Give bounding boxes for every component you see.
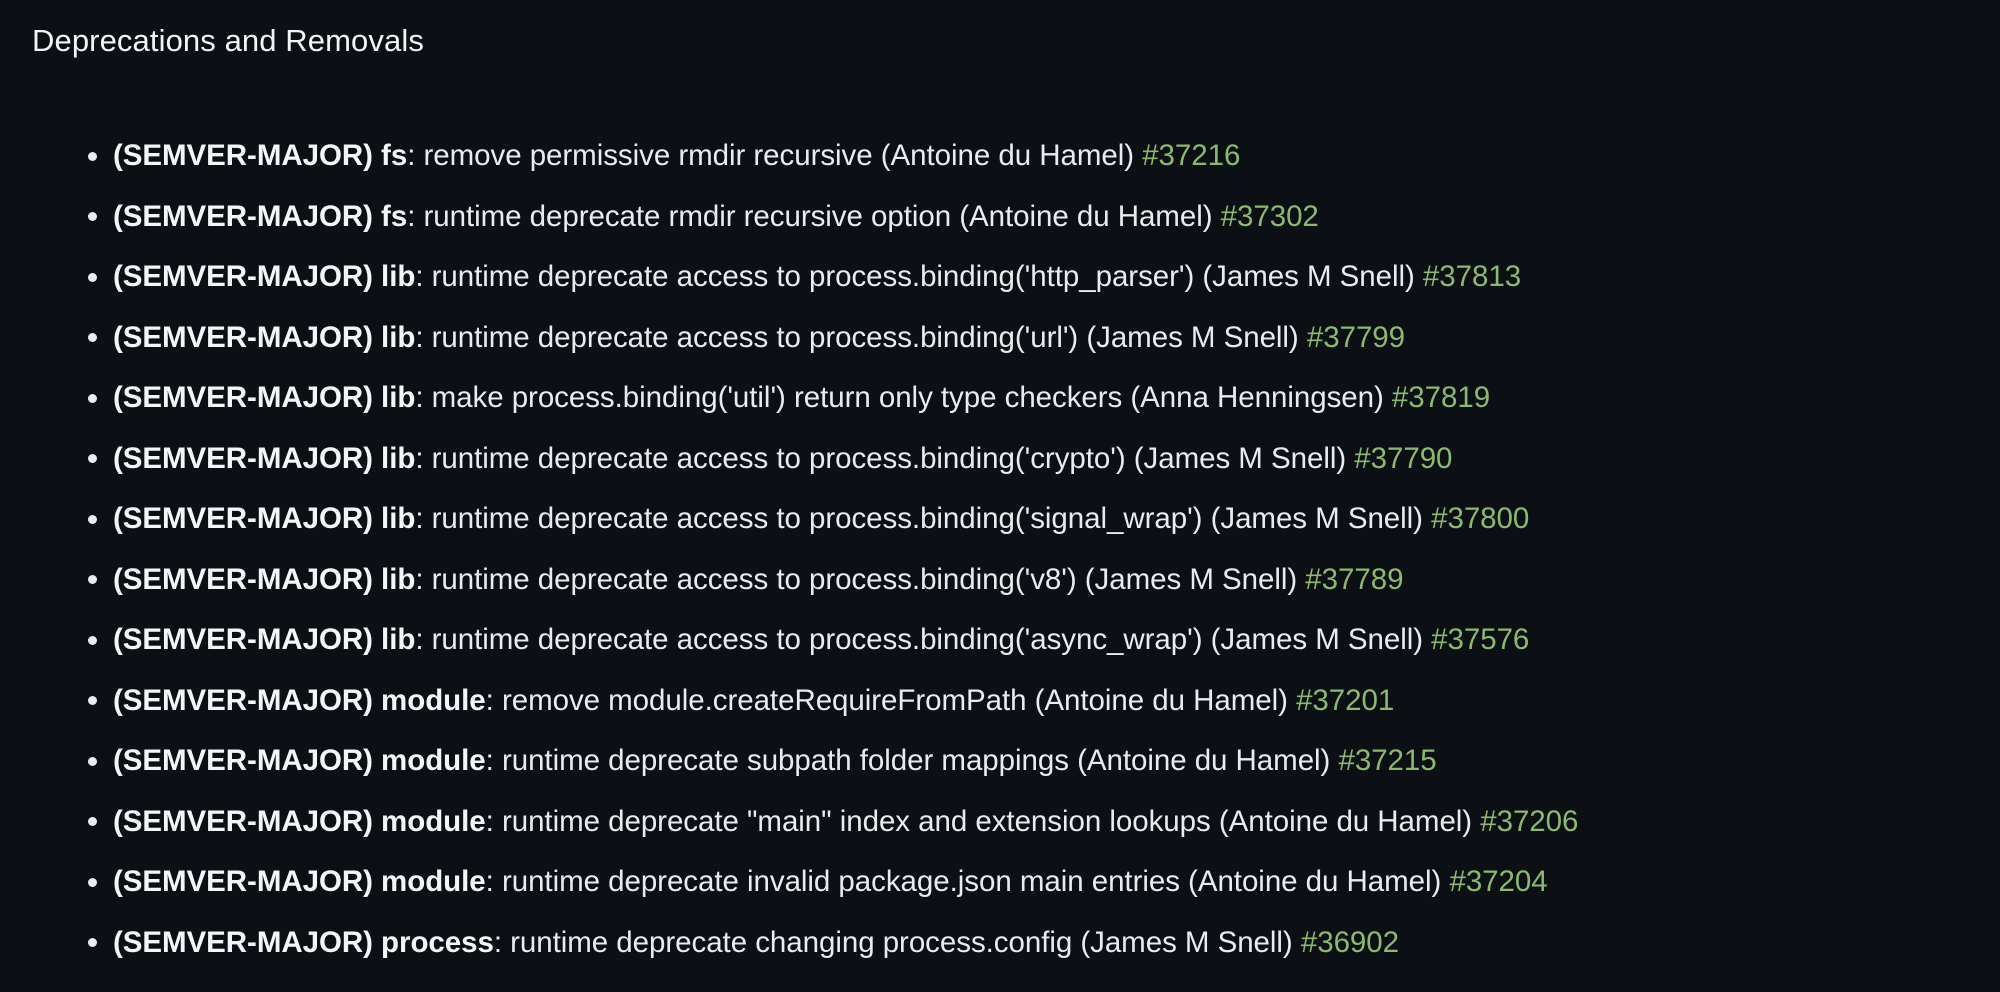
bullet-icon — [88, 151, 97, 161]
change-description: runtime deprecate access to process.bind… — [431, 320, 1299, 354]
pr-link[interactable]: #37813 — [1422, 260, 1522, 293]
pr-link[interactable]: #37302 — [1220, 199, 1319, 233]
change-scope: module — [381, 744, 486, 777]
semver-label: (SEMVER-MAJOR) — [113, 925, 373, 959]
change-description: runtime deprecate access to process.bind… — [431, 502, 1423, 535]
change-scope: lib — [381, 502, 416, 535]
change-description: runtime deprecate invalid package.json m… — [501, 865, 1442, 898]
bullet-icon — [88, 333, 97, 343]
semver-label: (SEMVER-MAJOR) — [113, 260, 373, 293]
bullet-icon — [88, 756, 97, 766]
semver-label: (SEMVER-MAJOR) — [113, 623, 373, 656]
semver-label: (SEMVER-MAJOR) — [113, 381, 373, 414]
bullet-icon — [88, 272, 97, 282]
pr-link[interactable]: #37215 — [1338, 744, 1437, 777]
change-description: runtime deprecate access to process.bind… — [431, 562, 1298, 596]
bullet-icon — [88, 514, 97, 524]
change-description: runtime deprecate access to process.bind… — [431, 623, 1423, 656]
change-scope: lib — [381, 562, 416, 596]
list-item: (SEMVER-MAJOR) lib: runtime deprecate ac… — [0, 247, 2000, 308]
list-item: (SEMVER-MAJOR) module: runtime deprecate… — [0, 852, 2000, 913]
change-scope: fs — [381, 139, 408, 172]
change-scope: lib — [381, 381, 416, 414]
list-item: (SEMVER-MAJOR) lib: make process.binding… — [0, 368, 2000, 429]
change-description: runtime deprecate "main" index and exten… — [501, 804, 1473, 838]
list-item: (SEMVER-MAJOR) module: runtime deprecate… — [0, 792, 2000, 853]
change-scope: lib — [381, 441, 416, 475]
change-description: make process.binding('util') return only… — [431, 381, 1384, 414]
change-scope: lib — [381, 260, 416, 293]
pr-link[interactable]: #37204 — [1449, 865, 1548, 898]
change-scope: process — [381, 925, 494, 959]
change-scope: module — [381, 865, 486, 898]
list-item: (SEMVER-MAJOR) lib: runtime deprecate ac… — [0, 429, 2000, 490]
change-description: runtime deprecate changing process.confi… — [510, 925, 1293, 959]
list-item: (SEMVER-MAJOR) lib: runtime deprecate ac… — [0, 489, 2000, 550]
pr-link[interactable]: #37216 — [1142, 139, 1241, 172]
semver-label: (SEMVER-MAJOR) — [113, 865, 373, 898]
semver-label: (SEMVER-MAJOR) — [113, 804, 373, 838]
semver-label: (SEMVER-MAJOR) — [113, 320, 373, 354]
semver-label: (SEMVER-MAJOR) — [113, 562, 373, 596]
bullet-icon — [88, 696, 97, 706]
semver-label: (SEMVER-MAJOR) — [113, 683, 373, 717]
pr-link[interactable]: #36902 — [1300, 925, 1399, 959]
list-item: (SEMVER-MAJOR) process: runtime deprecat… — [0, 913, 2000, 974]
semver-label: (SEMVER-MAJOR) — [113, 502, 373, 535]
pr-link[interactable]: #37201 — [1296, 683, 1395, 717]
change-scope: module — [381, 683, 486, 717]
list-item: (SEMVER-MAJOR) lib: runtime deprecate ac… — [0, 308, 2000, 369]
pr-link[interactable]: #37799 — [1306, 320, 1406, 354]
page-title: Deprecations and Removals — [32, 23, 424, 58]
pr-link[interactable]: #37789 — [1305, 562, 1404, 596]
pr-link[interactable]: #37790 — [1354, 441, 1453, 475]
list-item: (SEMVER-MAJOR) lib: runtime deprecate ac… — [0, 550, 2000, 611]
list-item: (SEMVER-MAJOR) module: runtime deprecate… — [0, 731, 2000, 792]
semver-label: (SEMVER-MAJOR) — [113, 139, 373, 172]
change-description: runtime deprecate access to process.bind… — [431, 260, 1415, 293]
semver-label: (SEMVER-MAJOR) — [113, 199, 373, 233]
list-item: (SEMVER-MAJOR) lib: runtime deprecate ac… — [0, 610, 2000, 671]
bullet-icon — [88, 212, 97, 222]
change-description: remove module.createRequireFromPath (Ant… — [501, 683, 1288, 717]
bullet-icon — [88, 393, 97, 403]
list-item: (SEMVER-MAJOR) fs: runtime deprecate rmd… — [0, 187, 2000, 248]
bullet-icon — [88, 877, 97, 887]
changelog-list: (SEMVER-MAJOR) fs: remove permissive rmd… — [0, 126, 2000, 973]
change-description: runtime deprecate subpath folder mapping… — [501, 744, 1331, 777]
list-item: (SEMVER-MAJOR) module: remove module.cre… — [0, 671, 2000, 732]
change-scope: lib — [381, 623, 416, 656]
bullet-icon — [88, 938, 97, 948]
bullet-icon — [88, 635, 97, 645]
semver-label: (SEMVER-MAJOR) — [113, 441, 373, 475]
pr-link[interactable]: #37576 — [1431, 623, 1530, 656]
semver-label: (SEMVER-MAJOR) — [113, 744, 373, 777]
change-description: remove permissive rmdir recursive (Antoi… — [423, 139, 1135, 172]
bullet-icon — [88, 454, 97, 464]
list-item: (SEMVER-MAJOR) fs: remove permissive rmd… — [0, 126, 2000, 187]
pr-link[interactable]: #37800 — [1431, 502, 1530, 535]
pr-link[interactable]: #37206 — [1480, 804, 1579, 838]
change-description: runtime deprecate rmdir recursive option… — [423, 199, 1213, 233]
change-scope: lib — [381, 320, 416, 354]
bullet-icon — [88, 575, 97, 585]
pr-link[interactable]: #37819 — [1391, 381, 1491, 414]
change-description: runtime deprecate access to process.bind… — [431, 441, 1347, 475]
change-scope: fs — [381, 199, 408, 233]
change-scope: module — [381, 804, 486, 838]
bullet-icon — [88, 817, 97, 827]
